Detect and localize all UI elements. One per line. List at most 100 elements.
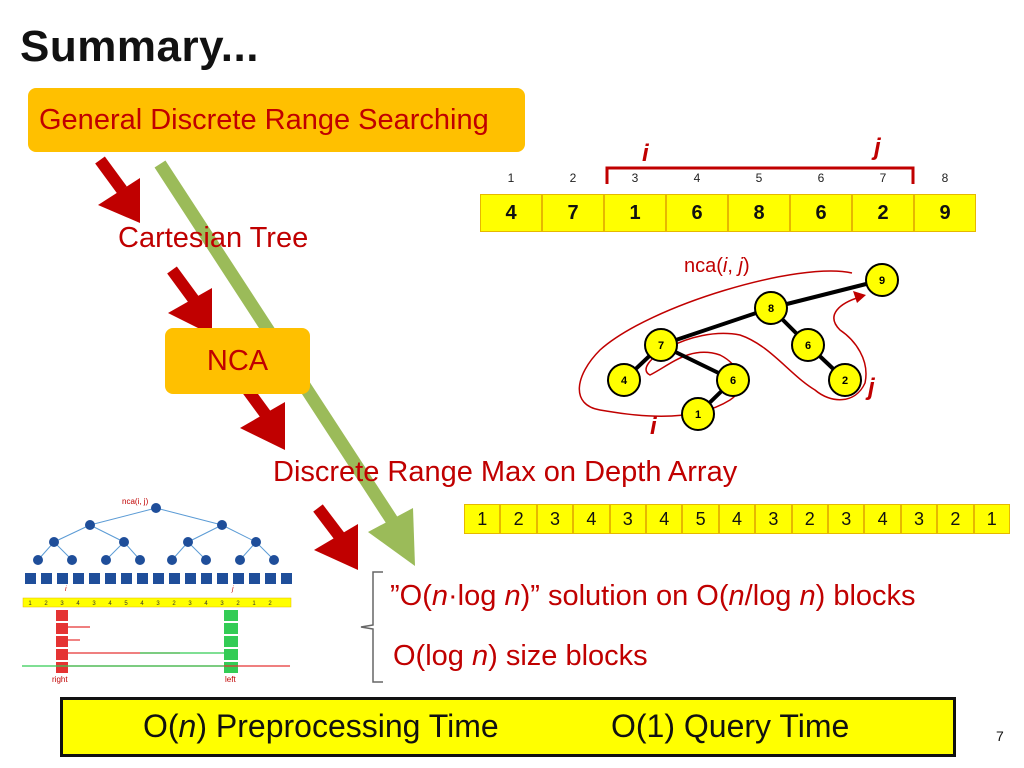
thumb-i: i [65, 586, 67, 593]
sol1-part: ·log [448, 580, 505, 612]
page-number: 7 [996, 728, 1004, 744]
page-title: Summary... [20, 22, 259, 71]
sol2-n: n [471, 640, 489, 672]
complexity-box: O(n) Preprocessing Time O(1) Query Time [60, 697, 956, 757]
depth-cell: 2 [937, 504, 974, 534]
array-index: 3 [631, 171, 639, 185]
sol1-n: n [728, 580, 745, 612]
nca-i: i [722, 255, 728, 277]
array-cell: 1 [604, 194, 666, 232]
sol1-part: ”O( [390, 580, 432, 612]
tree-j-label: j [868, 374, 875, 401]
query-time: O(1) Query Time [611, 708, 850, 744]
pre-part: O( [143, 708, 179, 744]
svg-text:2: 2 [268, 601, 272, 607]
array-cell: 9 [914, 194, 976, 232]
array-index: 4 [693, 171, 701, 185]
thumb-j: j [231, 586, 234, 593]
svg-text:7: 7 [658, 340, 664, 352]
depth-cell: 3 [828, 504, 865, 534]
svg-text:5: 5 [124, 601, 128, 607]
sol2-part: O(log [393, 640, 472, 672]
array-cell: 4 [480, 194, 542, 232]
array-index: 2 [569, 171, 577, 185]
thumb-left-label: left [225, 675, 236, 684]
tree-node: 7 [644, 328, 678, 362]
svg-text:8: 8 [768, 303, 774, 315]
svg-text:9: 9 [879, 275, 885, 287]
red-arrow-2 [167, 266, 212, 335]
depth-array: 1 2 3 4 3 4 5 4 3 2 3 4 3 2 1 [464, 504, 1010, 534]
tree-node: 4 [607, 363, 641, 397]
array-index: 6 [817, 171, 825, 185]
nca-box: NCA [165, 328, 310, 394]
red-arrow-1 [95, 156, 140, 223]
svg-text:3: 3 [188, 601, 192, 607]
svg-text:2: 2 [172, 601, 176, 607]
svg-text:6: 6 [730, 375, 736, 387]
nca-ij-label: nca(i, j) [684, 255, 750, 278]
solution-line-1: ”O(n·log n)” solution on O(n/log n) bloc… [390, 580, 916, 613]
array-index: 5 [755, 171, 763, 185]
depth-cell: 3 [609, 504, 646, 534]
solution-line-2: O(log n) size blocks [393, 640, 648, 673]
nca-sep: , [727, 255, 739, 277]
svg-text:2: 2 [44, 601, 48, 607]
svg-text:4: 4 [621, 375, 628, 387]
euler-tour-path [578, 270, 867, 417]
thumb-nca-label: nca(i, j) [122, 497, 149, 506]
svg-text:1: 1 [252, 601, 256, 607]
array-cell: 7 [542, 194, 604, 232]
sol1-part: /log [744, 580, 800, 612]
range-i-label: i [642, 140, 649, 167]
red-arrow-4 [313, 504, 358, 570]
tree-node: 8 [754, 291, 788, 325]
svg-text:4: 4 [108, 601, 112, 607]
depth-cell: 3 [900, 504, 938, 534]
svg-text:6: 6 [805, 340, 811, 352]
tree-node: 1 [681, 397, 715, 431]
nca-prefix: nca( [684, 255, 723, 277]
depth-cell: 4 [646, 504, 683, 534]
pre-n: n [178, 708, 197, 744]
svg-text:1: 1 [28, 601, 32, 607]
array-indices: 1 2 3 4 5 6 7 8 [480, 171, 976, 185]
tree-node: 6 [791, 328, 825, 362]
svg-text:3: 3 [92, 601, 96, 607]
svg-text:4: 4 [140, 601, 144, 607]
sol2-part: ) size blocks [488, 640, 648, 672]
array-cell: 8 [728, 194, 790, 232]
tree-node: 2 [828, 363, 862, 397]
sol1-n: n [799, 580, 816, 612]
sol1-part: )” solution on O( [520, 580, 729, 612]
depth-cell: 4 [718, 504, 756, 534]
cartesian-tree: 9 8 7 6 4 6 2 1 [578, 263, 899, 431]
depth-cell: 1 [973, 504, 1010, 534]
svg-text:2: 2 [236, 601, 240, 607]
discrete-range-max-label: Discrete Range Max on Depth Array [273, 456, 738, 488]
array-index: 7 [879, 171, 887, 185]
svg-text:3: 3 [156, 601, 160, 607]
depth-cell: 3 [755, 504, 792, 534]
array-cell: 6 [790, 194, 852, 232]
svg-text:4: 4 [204, 601, 208, 607]
depth-cell: 2 [500, 504, 537, 534]
array-cell: 2 [852, 194, 914, 232]
array-cell: 6 [666, 194, 728, 232]
tree-node: 9 [865, 263, 899, 297]
depth-cell: 4 [864, 504, 901, 534]
thumb-right-label: right [52, 675, 68, 684]
svg-text:3: 3 [60, 601, 64, 607]
nca-suffix: ) [742, 255, 750, 277]
pre-part: ) Preprocessing Time [196, 708, 499, 744]
depth-cell: 4 [573, 504, 610, 534]
preprocessing-time: O(n) Preprocessing Time [143, 708, 499, 745]
sol1-n: n [431, 580, 449, 612]
array-index: 8 [941, 171, 949, 185]
depth-cell: 5 [682, 504, 719, 534]
depth-cell: 1 [464, 504, 501, 534]
euler-tour-arrowhead [853, 291, 866, 303]
curly-brace [360, 571, 383, 683]
value-array: 4 7 1 6 8 6 2 9 [480, 194, 976, 232]
